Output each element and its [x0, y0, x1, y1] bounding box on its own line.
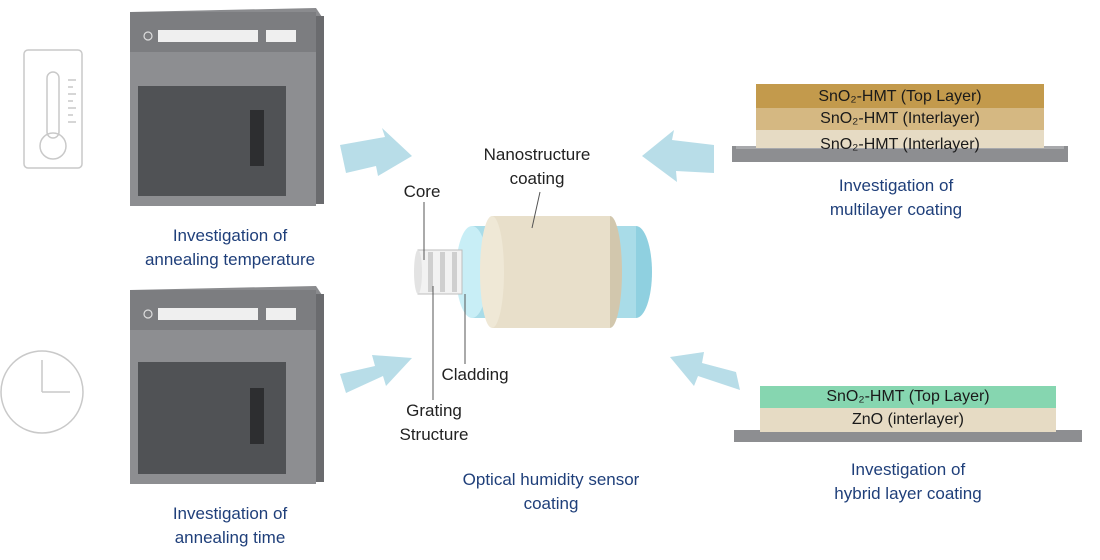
arrow-icon [340, 128, 412, 176]
hybrid-top-layer: SnO₂-HMT (Top Layer) [826, 388, 990, 405]
arrow-icon [340, 355, 412, 393]
caption-multilayer: Investigation of multilayer coating [829, 176, 963, 219]
multilayer-top-layer: SnO₂-HMT (Top Layer) [818, 88, 982, 105]
label-grating: Grating Structure [399, 401, 469, 444]
fiber-sensor-icon [414, 216, 652, 328]
thermometer-icon [23, 49, 83, 169]
caption-annealing-temperature: Investigation of annealing temperature [144, 226, 316, 269]
multilayer-interlayer-1: SnO₂-HMT (Interlayer) [820, 110, 980, 127]
multilayer-interlayer-2: SnO₂-HMT (Interlayer) [820, 136, 980, 153]
caption-annealing-time: Investigation of annealing time [172, 504, 288, 547]
label-cladding: Cladding [441, 365, 509, 384]
label-nanostructure: Nanostructure coating [483, 145, 591, 188]
hybrid-interlayer: ZnO (interlayer) [851, 411, 965, 428]
caption-hybrid: Investigation of hybrid layer coating [834, 460, 982, 503]
furnace-icon [130, 286, 324, 484]
furnace-icon [130, 8, 324, 206]
label-core: Core [403, 182, 441, 201]
clock-icon [0, 350, 84, 434]
arrow-icon [670, 352, 740, 390]
caption-sensor: Optical humidity sensor coating [462, 470, 640, 513]
arrow-icon [642, 130, 714, 182]
